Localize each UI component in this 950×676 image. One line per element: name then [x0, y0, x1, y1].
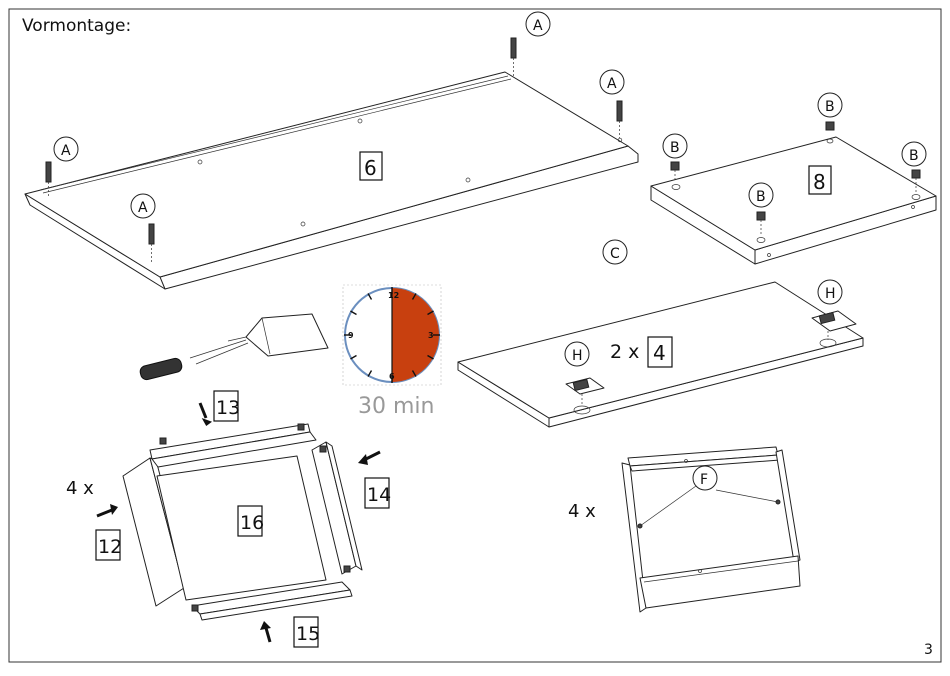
part-label-4-box	[647, 336, 673, 368]
timer-tick-6: 6	[389, 372, 395, 381]
cam-nut-b-icon	[825, 121, 835, 131]
callout-c: C	[610, 246, 620, 262]
callout-a: A	[61, 143, 71, 159]
part-label-14-box	[364, 477, 390, 509]
part-label-13-box	[213, 390, 239, 422]
callout-b: B	[756, 189, 766, 205]
arrow-icon	[260, 621, 272, 643]
part-label-16: 16	[240, 512, 264, 534]
page-number: 3	[924, 642, 933, 658]
callout-h-circle	[817, 279, 843, 305]
callout-a-circle	[599, 69, 625, 95]
callout-b: B	[825, 99, 835, 115]
page-heading: Vormontage:	[22, 16, 131, 36]
timer-tick-mark	[350, 354, 357, 360]
callout-a: A	[138, 200, 148, 216]
timer-tick-mark	[411, 370, 417, 377]
timer-tick-12: 12	[388, 291, 399, 300]
drawer-side-panel-15	[191, 581, 353, 621]
part-label-8: 8	[813, 170, 826, 194]
timer-tick-mark	[367, 293, 373, 300]
part-label-12-box	[95, 529, 121, 561]
drawer-assembly	[621, 446, 801, 613]
quantity-4x-drawer-assembly: 4 x	[568, 501, 596, 522]
timer-frame	[342, 284, 442, 386]
callout-a: A	[533, 18, 543, 34]
arrow-icon	[96, 504, 118, 518]
callout-a: A	[607, 76, 617, 92]
callout-b-circle	[901, 141, 927, 167]
part-label-8-box	[808, 165, 832, 195]
dowel-a-icon	[616, 100, 623, 138]
part-label-6: 6	[364, 156, 377, 180]
part-label-6-box	[359, 151, 383, 181]
part-label-4: 4	[653, 341, 666, 365]
timer-tick-mark	[411, 293, 417, 300]
callout-f: F	[700, 472, 708, 488]
dowel-a-icon	[45, 161, 52, 196]
dowel-a-icon	[510, 37, 517, 76]
callout-a-circle	[130, 193, 156, 219]
callout-b: B	[909, 148, 919, 164]
panel-8-board	[650, 136, 937, 265]
callout-a-circle	[525, 11, 551, 37]
dowel-a-icon	[148, 223, 155, 262]
cam-nut-b-icon	[911, 169, 921, 193]
timer-tick-mark	[367, 370, 373, 377]
cam-nut-b-icon	[670, 161, 680, 182]
screwdriver-icon	[139, 357, 183, 381]
timer-30-min-icon	[344, 287, 440, 383]
drawer-side-panel-14	[311, 441, 363, 575]
glue-bottle-icon	[189, 313, 329, 365]
callout-a-circle	[53, 136, 79, 162]
panel-6-top-board	[24, 71, 639, 290]
arrow-icon	[358, 450, 381, 465]
part-label-13: 13	[216, 397, 240, 419]
callout-b: B	[670, 140, 680, 156]
hinge-h-icon	[811, 310, 857, 340]
callout-h: H	[825, 286, 836, 302]
part-label-15: 15	[296, 623, 320, 645]
timer-label: 30 min	[358, 394, 434, 419]
arrow-icon	[198, 402, 213, 427]
callout-h: H	[572, 348, 583, 364]
quantity-2x: 2 x	[610, 341, 639, 363]
part-label-16-box	[237, 505, 263, 537]
callout-f-circle	[692, 465, 718, 491]
part-label-15-box	[293, 616, 319, 648]
callout-c-circle	[602, 239, 628, 265]
cam-nut-b-icon	[756, 211, 766, 235]
callout-b-circle	[817, 92, 843, 118]
callout-h-circle	[564, 341, 590, 367]
hinge-h-icon	[565, 377, 605, 406]
quantity-4x-drawer: 4 x	[66, 478, 94, 499]
timer-tick-mark	[427, 310, 434, 316]
timer-tick-mark	[427, 354, 434, 360]
part-label-14: 14	[367, 484, 391, 506]
timer-tick-mark	[350, 310, 357, 316]
part-label-12: 12	[98, 536, 122, 558]
timer-tick-9: 9	[348, 331, 354, 340]
callout-b-circle	[662, 133, 688, 159]
timer-tick-3: 3	[428, 331, 434, 340]
callout-b-circle	[748, 182, 774, 208]
page-frame	[8, 8, 942, 663]
drawer-back-panel-13	[149, 423, 317, 468]
